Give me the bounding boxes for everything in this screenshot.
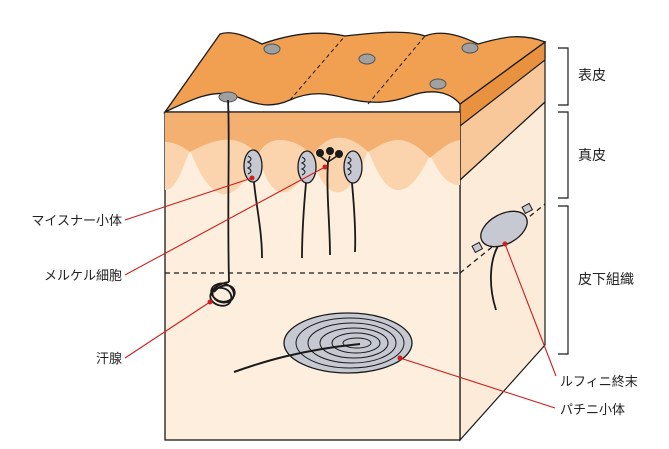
meissner-corpuscle: [343, 150, 363, 253]
pacinian-nerve: [233, 343, 361, 373]
pore: [461, 42, 479, 54]
meissner-corpuscles: [243, 149, 363, 259]
label-epidermis: 表皮: [578, 68, 606, 84]
merkel-cell: [316, 149, 324, 157]
meissner-corpuscle: [297, 150, 317, 259]
bracket-dermis: [558, 111, 569, 199]
merkel-cell: [335, 150, 343, 158]
layer-brackets: [558, 47, 569, 355]
leader-meissner: [124, 177, 253, 221]
top-surface: [163, 31, 547, 114]
ruffini-ending: [471, 202, 534, 311]
merkel-cells: [316, 147, 343, 256]
pacinian-corpuscle: [233, 312, 413, 374]
leader-lines: [124, 164, 557, 409]
ruffini-nerve: [490, 245, 499, 311]
skin-surface: [163, 31, 547, 114]
sweat-gland: [209, 99, 236, 307]
leader-sweat-gland: [124, 301, 211, 359]
merkel-nerve: [326, 161, 331, 256]
pore: [429, 78, 447, 90]
sweat-duct: [227, 99, 230, 283]
label-dermis: 真皮: [578, 148, 606, 164]
meissner-corpuscle: [243, 149, 263, 259]
leader-pacinian: [399, 357, 556, 409]
sweat-gland-coil: [209, 281, 236, 307]
label-pacinian: パチニ小体: [560, 403, 625, 418]
side-face: [459, 40, 546, 442]
fold-line-2: [367, 35, 426, 105]
label-merkel: メルケル細胞: [44, 269, 122, 284]
label-ruffini: ルフィニ終末: [560, 374, 638, 390]
bracket-subcutaneous: [558, 205, 569, 355]
pore: [358, 53, 376, 65]
label-sweat-gland: 汗腺: [96, 352, 122, 367]
label-meissner: マイスナー小体: [31, 214, 122, 229]
epidermis-layer: [165, 112, 460, 158]
leader-ruffini: [504, 243, 557, 377]
fold-line-1: [289, 35, 346, 101]
pore: [263, 43, 281, 55]
merkel-cell: [326, 147, 334, 155]
label-subcutaneous: 皮下組織: [578, 272, 634, 288]
bracket-epidermis: [558, 47, 569, 106]
leader-merkel: [124, 166, 326, 276]
